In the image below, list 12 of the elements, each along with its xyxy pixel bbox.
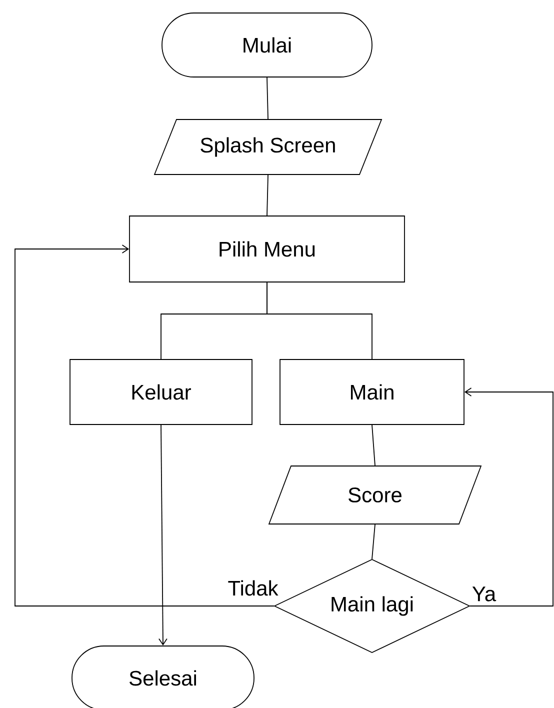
process-box: Keluar (70, 359, 252, 425)
process-box: Pilih Menu (129, 216, 405, 282)
connector-line (266, 174, 268, 216)
process-box: Main (280, 359, 464, 425)
connector-line (266, 282, 372, 360)
edge-label: Ya (472, 586, 496, 602)
arrow (158, 424, 168, 646)
arrow (14, 244, 274, 606)
connector-line (372, 424, 376, 466)
connector-line (372, 524, 376, 560)
arrow (464, 388, 554, 606)
connector-line (266, 77, 268, 120)
